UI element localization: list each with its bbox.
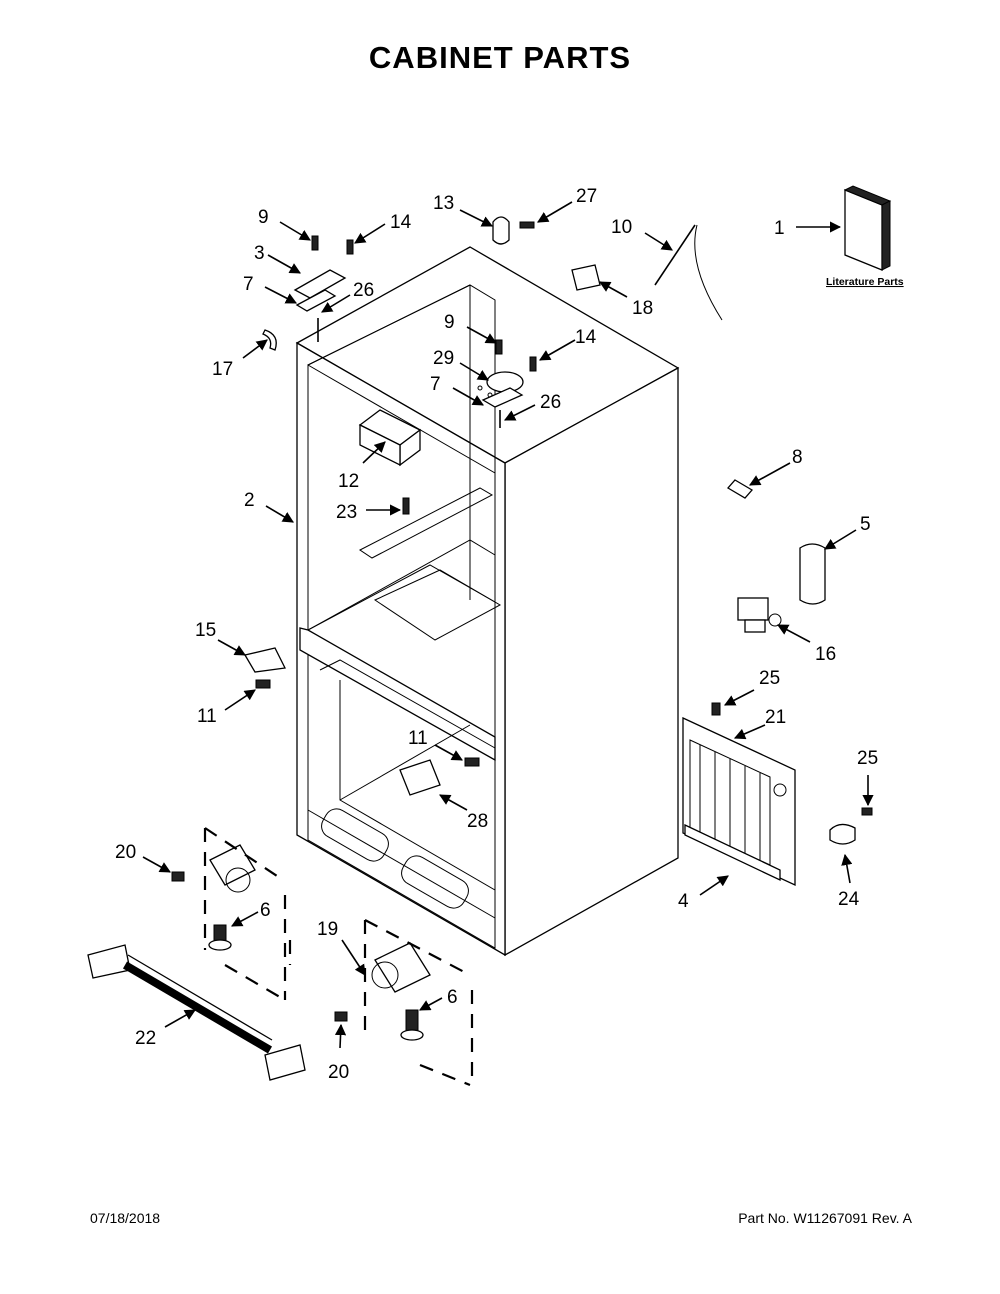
leader-lines [142,201,874,1049]
bracket-part-15 [243,647,286,673]
cabinet-body [295,246,680,957]
callouts: 1 Literature Parts 2 3 4 5 6 6 7 7 8 9 9… [115,186,904,1083]
literature-parts-book [843,185,892,271]
top-hinge-left [293,235,354,342]
connector-part [571,264,601,291]
callout-19: 19 [317,919,338,940]
footer-part-number: Part No. W11267091 Rev. A [738,1210,912,1226]
callout-3: 3 [254,243,265,264]
screw-part-11-left [255,679,271,689]
callout-25-top: 25 [759,668,780,689]
callout-18: 18 [632,298,653,319]
callout-20-upper: 20 [115,842,136,863]
callout-1: 1 [774,218,785,239]
bracket-part-28 [399,759,441,796]
callout-11-left: 11 [197,706,217,727]
callout-8: 8 [792,447,803,468]
callout-28: 28 [467,811,488,832]
cover-part-5 [799,543,826,605]
callout-14-right: 14 [575,327,597,348]
screw-part-23 [402,497,410,515]
toe-grille-part [87,944,306,1081]
water-tube-part [654,224,723,321]
clamp-part-24 [829,823,856,845]
screw-part-20-upper [171,871,185,882]
callout-11-right: 11 [408,728,428,749]
callout-27: 27 [576,186,597,207]
screw-part-11-right [464,757,480,767]
callout-25-right: 25 [857,748,878,769]
callout-16: 16 [815,644,836,665]
bracket-part-8 [726,479,754,499]
footer-date: 07/18/2018 [90,1210,161,1226]
callout-22: 22 [135,1028,156,1049]
callout-20-lower: 20 [328,1062,349,1083]
strip-part-4 [684,823,781,882]
roller-assembly-right [288,919,474,1087]
page-title: CABINET PARTS [368,40,632,75]
callout-5: 5 [860,514,871,535]
callout-10: 10 [611,217,632,238]
valve-part-16 [737,597,782,633]
callout-4: 4 [678,891,689,912]
callout-23: 23 [336,502,357,523]
literature-parts-label: Literature Parts [826,276,904,288]
roller-assembly-left [203,827,287,1001]
hinge-cover-part [492,216,535,245]
callout-6-right: 6 [447,987,458,1008]
callout-26-right: 26 [540,392,561,413]
screw-part-20-lower [334,1011,348,1022]
callout-17: 17 [212,359,233,380]
screw-part-25-right [861,807,873,816]
callout-26-left: 26 [353,280,374,301]
clip-part [262,329,277,351]
callout-12: 12 [338,471,359,492]
callout-14-left: 14 [390,212,412,233]
callout-29: 29 [433,348,454,369]
screw-part-25-top [711,702,721,716]
callout-6-left: 6 [260,900,271,921]
callout-9-right: 9 [444,312,455,333]
callout-15: 15 [195,620,216,641]
callout-13: 13 [433,193,454,214]
callout-21: 21 [765,707,786,728]
callout-2: 2 [244,490,255,511]
top-hinge-right [481,339,537,428]
callout-24: 24 [838,889,860,910]
callout-7-left: 7 [243,274,254,295]
callout-9-left: 9 [258,207,269,228]
callout-7-right: 7 [430,374,441,395]
